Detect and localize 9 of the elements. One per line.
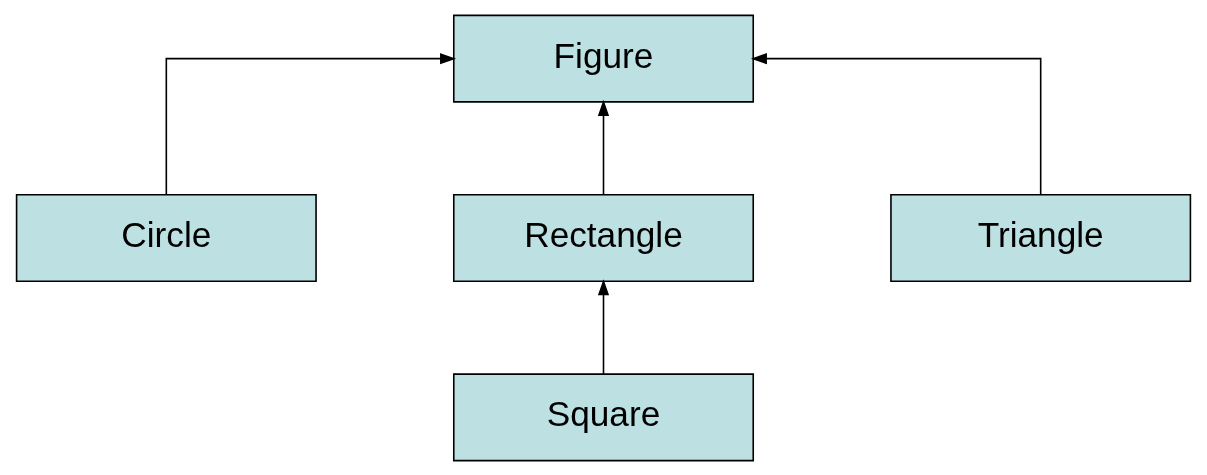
node-box: Rectangle [452,193,755,282]
arrow [750,52,1042,195]
node-box: Circle [15,193,317,282]
arrow [165,52,457,195]
node-box: Figure [452,14,755,103]
arrow [597,99,610,195]
node-box: Square [452,372,755,461]
arrow [597,278,610,375]
node-box: Triangle [890,193,1192,282]
